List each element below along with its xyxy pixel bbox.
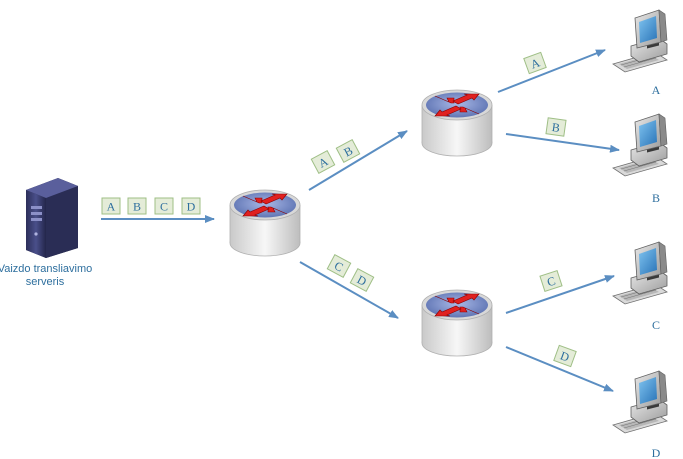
arrow-core-to-upper — [308, 130, 408, 191]
video-streaming-server — [26, 178, 78, 258]
client-pc-d-icon — [612, 370, 668, 434]
packet-tag-client-a: A — [523, 51, 547, 75]
packet-group-lower: C D — [326, 254, 375, 292]
client-label-b: B — [652, 191, 660, 205]
router-lower — [421, 289, 493, 357]
packet-tag-client-d: D — [553, 344, 577, 368]
packet-label: C — [545, 274, 557, 290]
packet-tag-client-b: B — [545, 117, 567, 137]
packet-label: B — [133, 200, 141, 214]
client-pc-b-icon — [612, 113, 668, 177]
packet-tag: C — [326, 254, 352, 278]
arrow-upper-to-b — [505, 133, 620, 153]
arrow-lower-to-c — [505, 275, 615, 314]
packet-tag: B — [335, 139, 361, 163]
packet-label: C — [160, 200, 168, 214]
arrow-upper-to-a — [497, 49, 606, 93]
packet-label: D — [187, 200, 196, 214]
packet-tag: D — [181, 197, 201, 215]
server-caption-line1: Vaizdo transliavimo — [0, 263, 92, 275]
server-caption-line2: serveris — [26, 276, 65, 288]
client-label-d: D — [652, 446, 661, 459]
arrow-lower-to-d — [505, 346, 614, 392]
packet-label: B — [551, 120, 561, 135]
packet-label: A — [107, 200, 116, 214]
client-label-a: A — [652, 83, 661, 97]
packet-tag: D — [349, 268, 375, 292]
packet-tag: A — [101, 197, 121, 215]
packet-group-server: A B C D — [101, 197, 201, 215]
packet-tag: C — [154, 197, 174, 215]
client-label-c: C — [652, 318, 660, 332]
client-pc-a-icon — [612, 9, 668, 73]
packet-tag: B — [127, 197, 147, 215]
router-core — [229, 189, 301, 257]
packet-tag-client-c: C — [539, 269, 563, 293]
packet-group-upper: A B — [310, 139, 361, 174]
packet-tag: A — [310, 150, 336, 174]
router-upper — [421, 89, 493, 157]
client-pc-c-icon — [612, 241, 668, 305]
arrow-core-to-lower — [299, 261, 399, 319]
